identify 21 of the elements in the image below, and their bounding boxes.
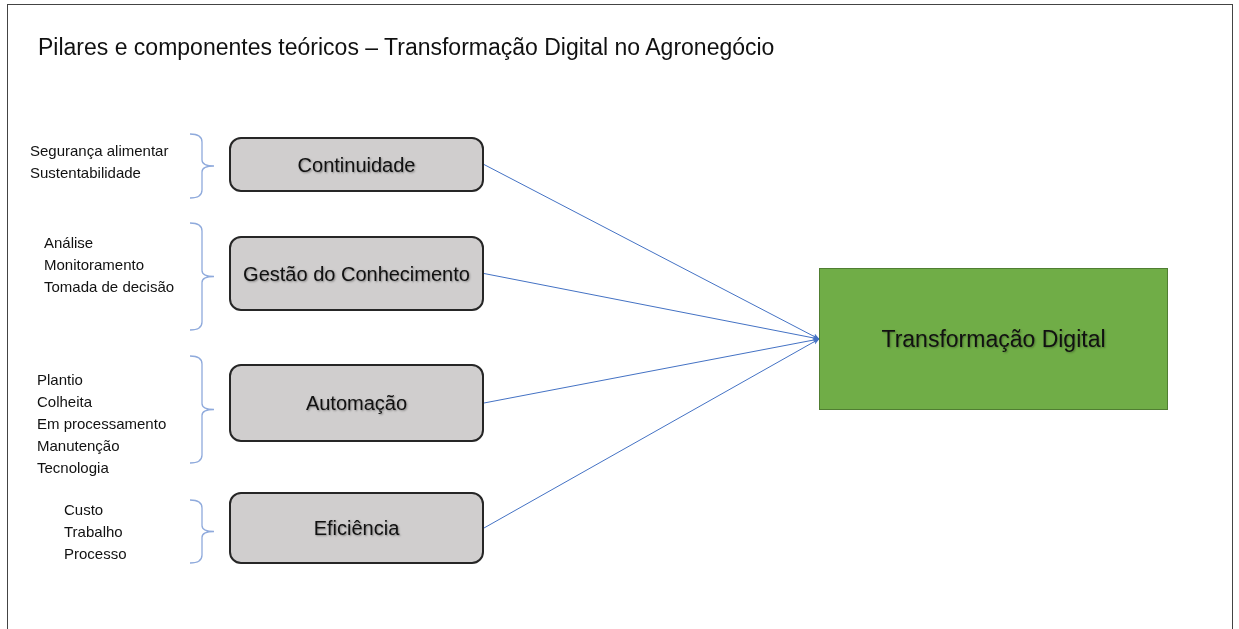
list-item: Processo bbox=[64, 544, 128, 564]
list-item: Manutenção bbox=[37, 436, 121, 456]
pillar-box: Gestão do Conhecimento bbox=[229, 236, 484, 311]
list-item: Análise bbox=[44, 233, 95, 253]
pillar-box: Continuidade bbox=[229, 137, 484, 192]
arrow bbox=[483, 338, 820, 529]
pillar-box: Automação bbox=[229, 364, 484, 442]
list-item: Tomada de decisão bbox=[44, 277, 176, 297]
list-item: Colheita bbox=[37, 392, 94, 412]
title: Pilares e componentes teóricos – Transformação Digital no Agronegócio bbox=[38, 33, 775, 62]
list-item: Segurança alimentar bbox=[30, 141, 170, 161]
list-item: Trabalho bbox=[64, 522, 124, 542]
arrow bbox=[483, 164, 820, 340]
pillar-box: Eficiência bbox=[229, 492, 484, 564]
goal-box: Transformação Digital bbox=[819, 268, 1168, 410]
list-item: Plantio bbox=[37, 370, 84, 390]
list-item: Custo bbox=[64, 500, 105, 520]
list-item: Tecnologia bbox=[37, 458, 110, 478]
list-item: Monitoramento bbox=[44, 255, 146, 275]
list-item: Sustentabilidade bbox=[30, 163, 142, 183]
list-item: Em processamento bbox=[37, 414, 168, 434]
